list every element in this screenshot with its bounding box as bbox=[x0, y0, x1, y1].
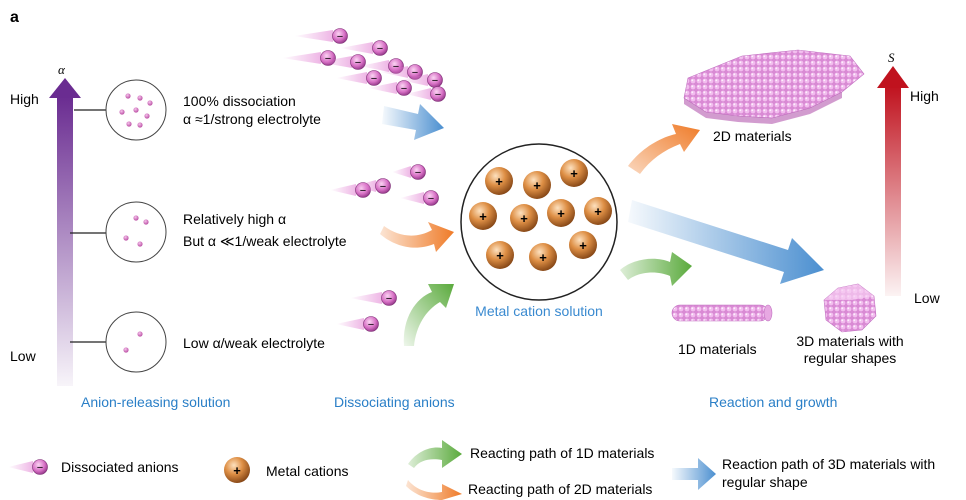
legend-cation-icon: + bbox=[224, 457, 250, 483]
level-low-line1: Low α/weak electrolyte bbox=[183, 335, 325, 351]
alpha-axis-arrow bbox=[49, 78, 81, 386]
minus-sign: − bbox=[337, 31, 343, 43]
solution-circle-strong bbox=[105, 79, 167, 141]
plus-sign: + bbox=[557, 206, 565, 221]
minus-sign: − bbox=[401, 83, 407, 95]
alpha-axis-symbol: α bbox=[58, 62, 66, 77]
section-reaction: Reaction and growth bbox=[709, 394, 837, 410]
section-anion-releasing: Anion-releasing solution bbox=[81, 394, 230, 410]
legend-2d-path-label: Reacting path of 2D materials bbox=[468, 481, 652, 497]
product-2d-label: 2D materials bbox=[713, 128, 792, 144]
minus-sign: − bbox=[386, 293, 392, 305]
legend-3d-path-label-line1: Reaction path of 3D materials with bbox=[722, 456, 935, 472]
product-3d-label-line1: 3D materials with bbox=[796, 333, 903, 349]
s-axis-high-label: High bbox=[910, 88, 939, 104]
alpha-axis-low-label: Low bbox=[10, 348, 37, 364]
section-dissociating: Dissociating anions bbox=[334, 394, 455, 410]
legend-3d-path-label-line2: regular shape bbox=[722, 474, 808, 490]
level-relative-line1: Relatively high α bbox=[183, 211, 286, 227]
legend-green-arrow bbox=[408, 440, 462, 468]
legend-cations-label: Metal cations bbox=[266, 463, 348, 479]
solution-circle-relative bbox=[105, 201, 167, 263]
minus-sign: − bbox=[37, 462, 43, 474]
plus-sign: + bbox=[579, 238, 587, 253]
minus-sign: − bbox=[412, 67, 418, 79]
minus-sign: − bbox=[435, 89, 441, 101]
arrow-2d-orange bbox=[628, 124, 700, 174]
level-strong-line2: α ≈1/strong electrolyte bbox=[183, 111, 321, 127]
minus-sign: − bbox=[377, 43, 383, 55]
plus-sign: + bbox=[539, 250, 547, 265]
legend-anion-icon: − bbox=[8, 459, 48, 475]
anion-cluster-strong: − − − − − − − − − − bbox=[282, 28, 446, 102]
s-axis-arrow bbox=[877, 66, 909, 296]
material-1d-tube bbox=[671, 304, 773, 322]
arrow-relative-orange bbox=[380, 222, 454, 252]
legend-orange-arrow bbox=[406, 480, 462, 500]
solution-circle-low bbox=[105, 311, 167, 373]
product-3d-label-line2: regular shapes bbox=[804, 350, 897, 366]
minus-sign: − bbox=[325, 53, 331, 65]
level-relative-line2: But α ≪1/weak electrolyte bbox=[183, 233, 347, 249]
minus-sign: − bbox=[360, 185, 366, 197]
arrow-3d-blue bbox=[628, 200, 824, 284]
plus-sign: + bbox=[594, 204, 602, 219]
legend-blue-arrow bbox=[672, 458, 716, 490]
minus-sign: − bbox=[393, 61, 399, 73]
minus-sign: − bbox=[368, 319, 374, 331]
minus-sign: − bbox=[415, 167, 421, 179]
plus-sign: + bbox=[570, 166, 578, 181]
minus-sign: − bbox=[432, 75, 438, 87]
anion-cluster-low: − − bbox=[336, 290, 397, 332]
level-strong-line1: 100% dissociation bbox=[183, 93, 296, 109]
minus-sign: − bbox=[371, 73, 377, 85]
plus-sign: + bbox=[479, 209, 487, 224]
anion-cluster-relative: − − − − bbox=[330, 164, 439, 206]
minus-sign: − bbox=[428, 193, 434, 205]
minus-sign: − bbox=[355, 57, 361, 69]
arrow-low-green bbox=[403, 284, 454, 346]
arrow-strong-blue bbox=[382, 104, 444, 140]
plus-sign: + bbox=[496, 248, 504, 263]
minus-sign: − bbox=[380, 181, 386, 193]
panel-label: a bbox=[10, 9, 19, 26]
legend-anions-label: Dissociated anions bbox=[61, 459, 179, 475]
material-2d-sheet bbox=[683, 49, 865, 124]
plus-sign: + bbox=[495, 174, 503, 189]
plus-sign: + bbox=[533, 178, 541, 193]
s-axis-low-label: Low bbox=[914, 290, 941, 306]
s-axis-symbol: S bbox=[888, 50, 895, 65]
plus-sign: + bbox=[520, 211, 528, 226]
metal-cation-solution: + + + + + + + + + + bbox=[460, 143, 618, 301]
material-3d-polyhedron bbox=[823, 283, 877, 333]
alpha-axis-high-label: High bbox=[10, 91, 39, 107]
arrow-1d-green bbox=[620, 252, 692, 286]
cation-solution-label: Metal cation solution bbox=[475, 303, 603, 319]
product-1d-label: 1D materials bbox=[678, 341, 757, 357]
plus-sign: + bbox=[233, 463, 241, 478]
legend-1d-path-label: Reacting path of 1D materials bbox=[470, 445, 654, 461]
